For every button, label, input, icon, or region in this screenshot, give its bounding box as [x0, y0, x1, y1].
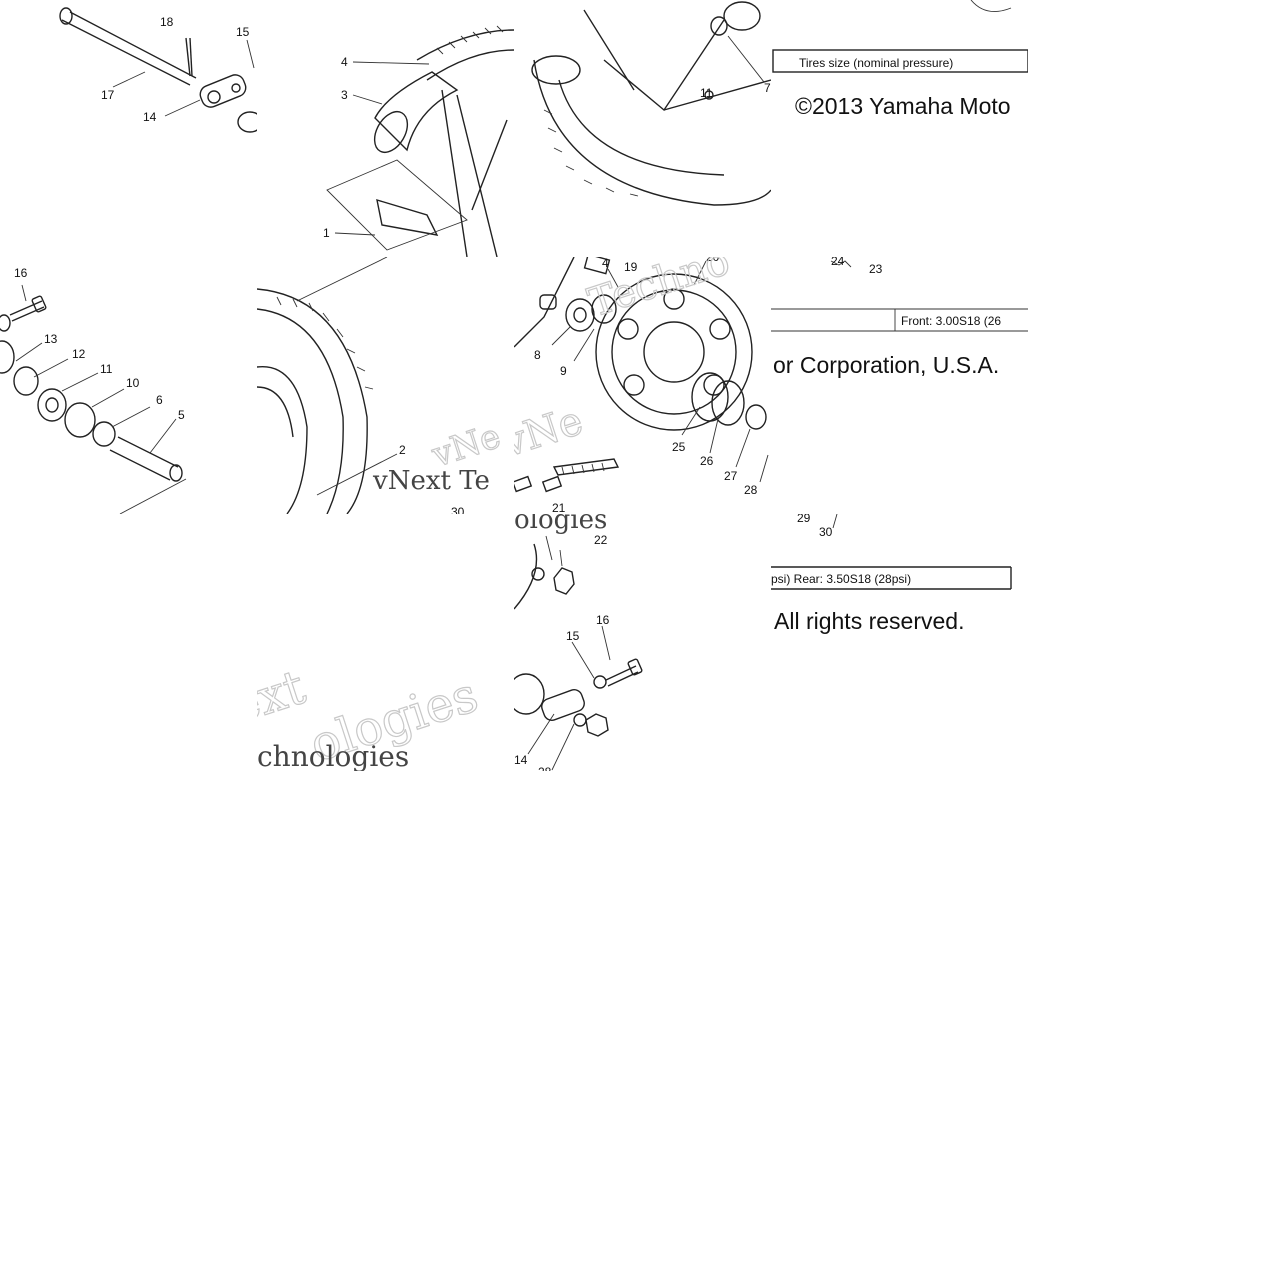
chain-puller-part [199, 74, 247, 108]
callout-label: 5 [178, 408, 185, 422]
tire-spec-rear-panel: 29 30 psi) Rear: 3.50S18 (28psi) All rig… [771, 514, 1012, 634]
watermark-text: ext [257, 659, 312, 735]
callout-label: 30 [451, 505, 465, 514]
tube-part [373, 71, 459, 153]
callout-label: 1 [323, 226, 330, 240]
callout-label: 15 [566, 629, 580, 643]
callout-label: 10 [126, 376, 140, 390]
bearing-part [37, 388, 67, 422]
spacer-part [0, 340, 15, 374]
circlip-part [691, 372, 767, 430]
callout-label: 14 [143, 110, 157, 124]
callout-label: 26 [700, 454, 714, 468]
tire-spec-header-panel: Tires size (nominal pressure) ©2013 Yama… [772, 0, 1028, 119]
callout-label: 22 [594, 533, 608, 547]
callout-label: 28 [538, 765, 552, 771]
callout-label: 30 [819, 525, 833, 539]
axle-shaft-part [59, 7, 197, 86]
callout-label: 2 [399, 443, 406, 457]
chain-puller-drawing: ologies 22 15 16 14 28 [514, 514, 643, 771]
tile-chain-puller: ologies 22 15 16 14 28 [514, 514, 771, 771]
sprocket-part [595, 273, 753, 431]
watermark-text: vNe [514, 398, 588, 467]
wheel-tire-part [531, 55, 771, 206]
watermark-panel: ext ologies chnologies [257, 658, 485, 771]
tile-front-wheel: 7 11 [514, 0, 771, 257]
callout-label: 28 [744, 483, 758, 497]
callout-label: 21 [552, 501, 566, 514]
copyright-line-2: or Corporation, U.S.A. [773, 352, 999, 378]
tile-tire-spec-rear: 29 30 psi) Rear: 3.50S18 (28psi) All rig… [771, 514, 1028, 771]
spokes-part [583, 9, 771, 112]
callout-label: 14 [514, 753, 528, 767]
callout-label: 4 [341, 55, 348, 69]
callout-label: 16 [596, 613, 610, 627]
watermark-text: vNext Te [372, 466, 490, 496]
cotter-pin-part [185, 37, 193, 77]
callout-label: 27 [724, 469, 738, 483]
adjusting-bolt-part [605, 658, 643, 687]
callout-label: 15 [236, 25, 250, 39]
watermark-text: vNe [426, 416, 505, 476]
tile-tire-spec-front: Front: 3.00S18 (26 or Corporation, U.S.A… [771, 257, 1028, 514]
watermark-text: ologies [514, 514, 607, 535]
tile-tire-tube: 4 3 1 [257, 0, 514, 257]
callout-label: 16 [14, 266, 28, 280]
rear-tire-part [257, 288, 374, 514]
tile-rear-wheel: 2 30 vNext Te vNe [257, 257, 514, 514]
tile-watermark: ext ologies chnologies [257, 514, 514, 771]
callout-label: 24 [831, 257, 845, 268]
rear-tire-spec: psi) Rear: 3.50S18 (28psi) [771, 572, 911, 586]
spacer-tube-part [109, 436, 183, 482]
bolt-part [0, 295, 47, 332]
callout-label: 9 [560, 364, 567, 378]
rear-axle-drawing: 18 15 17 14 [59, 7, 257, 133]
tile-sprocket: 4 19 8 9 20 21 25 26 27 28 Techno vNe vN… [514, 257, 771, 514]
callout-label: 18 [160, 15, 174, 29]
callout-label: 8 [534, 348, 541, 362]
callout-label: 20 [706, 257, 720, 264]
copyright-line-3: All rights reserved. [774, 608, 964, 634]
callout-label: 7 [764, 81, 771, 95]
watermark-text: chnologies [257, 740, 409, 771]
tile-rear-axle: 18 15 17 14 [0, 0, 257, 257]
callout-label: 3 [341, 88, 348, 102]
callout-label: 19 [624, 260, 638, 274]
collar-2-part [92, 421, 116, 447]
front-wheel-drawing: 7 11 [531, 1, 771, 206]
callout-label: 6 [156, 393, 163, 407]
callout-label: 23 [869, 262, 883, 276]
tires-size-header: Tires size (nominal pressure) [799, 56, 953, 70]
oil-seal-part [64, 402, 96, 438]
rear-wheel-drawing: 2 30 vNext Te vNe [257, 257, 506, 514]
callout-label: 11 [100, 362, 113, 376]
chain-adjuster-part [514, 543, 575, 610]
callout-label: 13 [44, 332, 58, 346]
hub-bearings-drawing: 16 13 12 11 10 6 5 [0, 266, 187, 514]
nut-part [585, 713, 609, 737]
callout-label: 29 [797, 514, 811, 525]
washer-part [237, 111, 257, 133]
bearing-seal-part [539, 294, 617, 332]
hub-part [376, 89, 508, 257]
tile-tire-spec-header: Tires size (nominal pressure) ©2013 Yama… [771, 0, 1028, 257]
callout-label: 17 [101, 88, 115, 102]
callout-label: 11 [700, 86, 713, 100]
callout-label: 25 [672, 440, 686, 454]
tile-hub-bearings: 16 13 12 11 10 6 5 [0, 257, 257, 514]
sprocket-drawing: 4 19 8 9 20 21 25 26 27 28 Techno vNe vN… [514, 257, 769, 514]
collar-part [13, 366, 39, 396]
chain-puller-plate-part [514, 673, 607, 727]
front-tire-spec: Front: 3.00S18 (26 [901, 314, 1001, 328]
callout-label: 12 [72, 347, 86, 361]
tire-spec-front-panel: Front: 3.00S18 (26 or Corporation, U.S.A… [771, 257, 1028, 378]
tire-tube-drawing: 4 3 1 [323, 25, 514, 257]
callout-label: 4 [602, 257, 609, 270]
hub-bearing-part [704, 1, 761, 100]
chain-joint-part [514, 458, 620, 493]
copyright-line-1: ©2013 Yamaha Moto [795, 93, 1011, 119]
label-tag-part [583, 257, 611, 275]
